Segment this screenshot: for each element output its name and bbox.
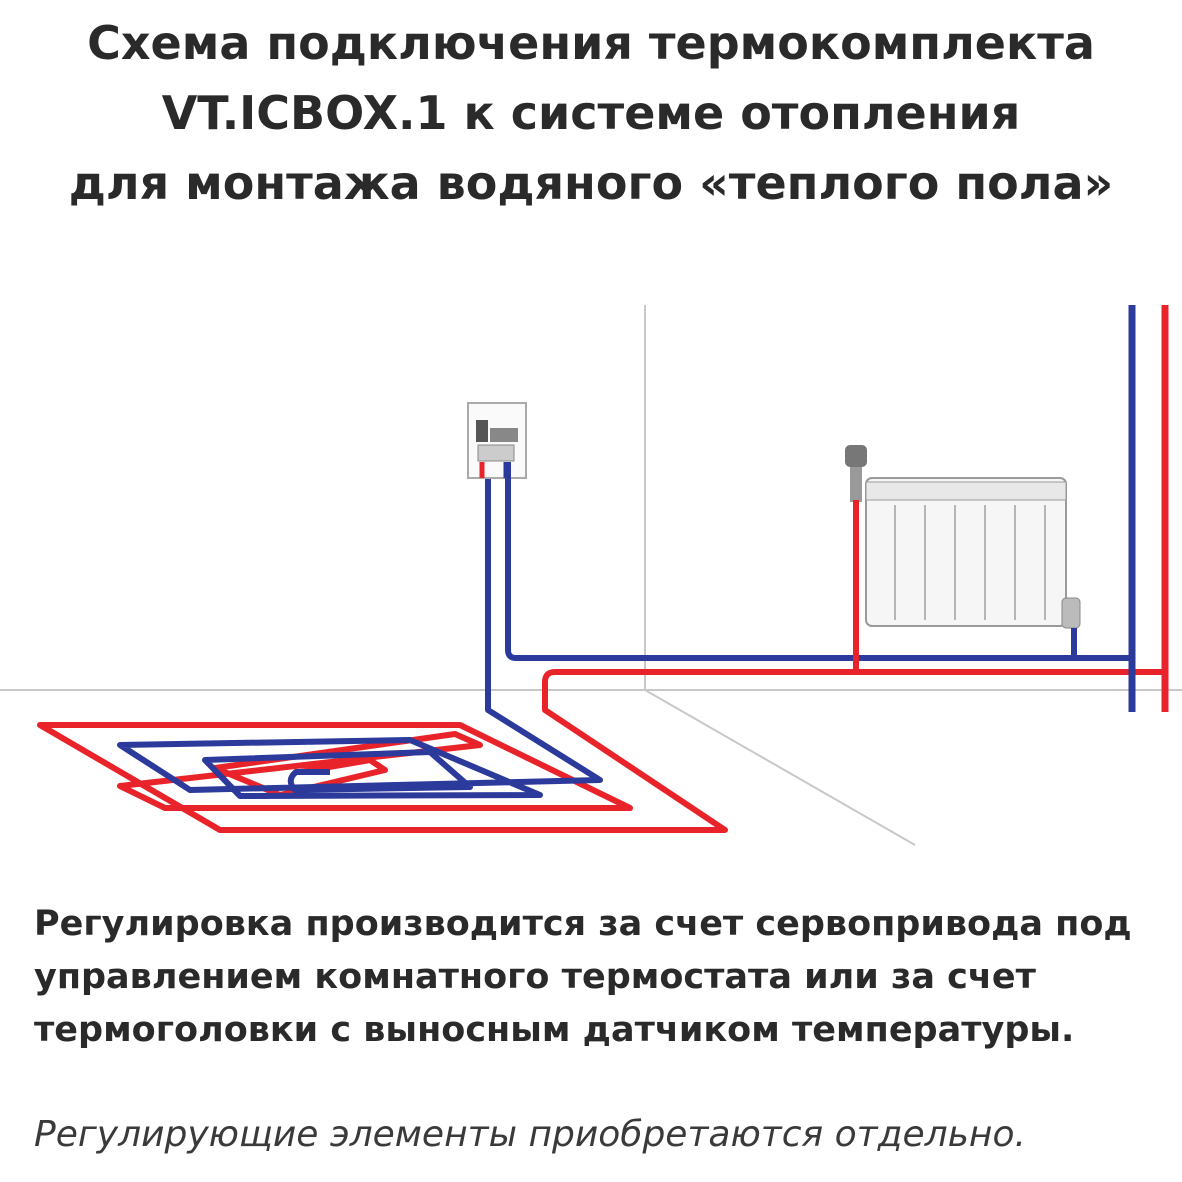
- heating-scheme-illustration: [0, 305, 1182, 846]
- title-line-2: VT.ICBOX.1 к системе отопления: [161, 86, 1021, 140]
- description: Регулировка производится за счет сервопр…: [34, 898, 1154, 1057]
- description-line-2: управлением комнатного термостата или за…: [34, 957, 1036, 997]
- thermostatic-head-icon: [845, 445, 867, 502]
- footnote: Регулирующие элементы приобретаются отде…: [34, 1114, 1026, 1155]
- title-line-1: Схема подключения термокомплекта: [87, 16, 1095, 70]
- mixing-box-icon: [467, 402, 527, 479]
- box-return-pipe: [505, 462, 1132, 661]
- floor-diagonal-line: [644, 689, 916, 846]
- description-line-3: термоголовки с выносным датчиком темпера…: [34, 1010, 1075, 1050]
- floor-loop-supply: [37, 669, 1165, 833]
- description-line-1: Регулировка производится за счет сервопр…: [34, 904, 1132, 944]
- radiator-icon: [865, 477, 1067, 627]
- room-outline: [0, 305, 1182, 846]
- diagram-title: Схема подключения термокомплекта VT.ICBO…: [0, 8, 1182, 218]
- radiator-return-valve: [1061, 597, 1081, 658]
- floor-loop-return: [117, 460, 603, 799]
- title-line-3: для монтажа водяного «теплого пола»: [68, 156, 1114, 210]
